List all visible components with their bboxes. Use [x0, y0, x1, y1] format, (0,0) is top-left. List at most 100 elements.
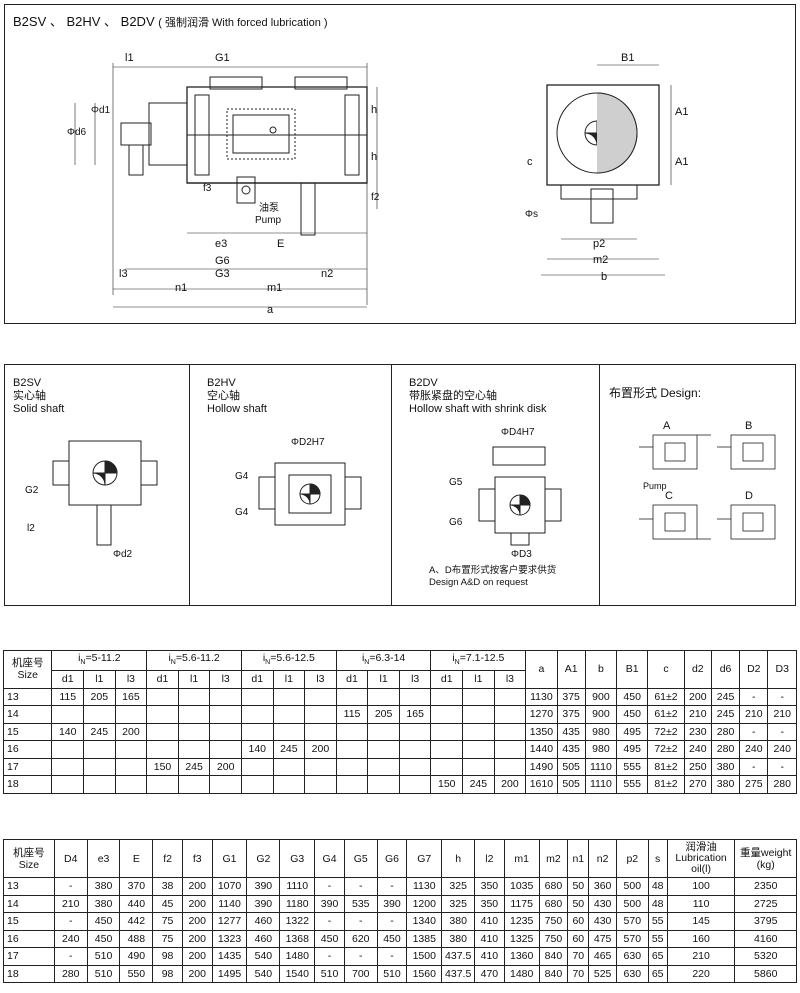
- ratio-prefix: i: [262, 652, 266, 664]
- value-cell: [462, 687, 495, 707]
- value-cell: 48: [647, 877, 668, 896]
- b2dv-cn: 带胀紧盘的空心轴: [409, 390, 497, 402]
- dim-E: E: [277, 238, 284, 250]
- table2-col-n1: n1: [567, 839, 590, 878]
- solid-shaft-drawing: [52, 440, 158, 546]
- table1-col-d2: d2: [683, 650, 712, 689]
- dim-h-lower: h: [371, 151, 377, 163]
- value-cell: -: [376, 912, 408, 931]
- front-view: [74, 63, 378, 308]
- value-cell: [367, 687, 400, 707]
- value-cell: 200: [181, 894, 213, 913]
- value-cell: 430: [588, 912, 617, 931]
- dim-m2: m2: [593, 254, 608, 266]
- value-cell: 570: [615, 912, 649, 931]
- table1-sub-d1: d1: [240, 670, 274, 689]
- value-cell: [83, 775, 116, 794]
- value-cell: 1110: [584, 775, 618, 794]
- value-cell: 200: [181, 929, 213, 948]
- value-cell: [272, 687, 306, 707]
- size-header-en: Size: [17, 669, 38, 682]
- design-title: 布置形式 Design:: [609, 386, 702, 400]
- value-cell: [304, 775, 337, 794]
- value-cell: 505: [556, 757, 586, 777]
- value-cell: [177, 740, 211, 759]
- dim-D3: ΦD3: [511, 549, 532, 560]
- value-cell: 245: [710, 705, 741, 724]
- table1-sub-d1: d1: [430, 670, 464, 689]
- oil-unit: oil(l): [691, 863, 711, 875]
- value-cell: 1322: [279, 912, 316, 931]
- value-cell: 65: [647, 947, 668, 966]
- value-cell: 390: [376, 894, 408, 913]
- value-cell: [304, 757, 337, 777]
- b2dv-en: Hollow shaft with shrink disk: [409, 403, 547, 415]
- value-cell: 1323: [211, 929, 248, 948]
- value-cell: 140: [240, 740, 274, 759]
- ratio-range: =5.6-12.5: [270, 652, 315, 664]
- dim-b: b: [601, 271, 607, 283]
- value-cell: 1385: [406, 929, 443, 948]
- value-cell: [367, 740, 400, 759]
- value-cell: [114, 775, 148, 794]
- dim-e3: e3: [215, 238, 227, 250]
- value-cell: 450: [86, 929, 121, 948]
- design-note: A、D布置形式按客户要求供货 Design A&D on request: [429, 565, 556, 589]
- design-note-cn: A、D布置形式按客户要求供货: [429, 565, 557, 576]
- value-cell: 55: [647, 912, 668, 931]
- value-cell: 540: [246, 947, 281, 966]
- value-cell: 1560: [406, 964, 443, 983]
- value-cell: 505: [556, 775, 586, 794]
- title-lubrication: ( 强制润滑 With forced lubrication ): [158, 17, 328, 29]
- value-cell: 495: [616, 722, 649, 742]
- design-label-b: B: [745, 420, 752, 432]
- shaft-variants-panel: B2SV 实心轴 Solid shaft G2 l2 Φd2 ΦD2H7 G: [4, 364, 796, 606]
- value-cell: -: [739, 722, 769, 742]
- dim-l2: l2: [27, 523, 35, 534]
- value-cell: 280: [53, 964, 88, 983]
- table1-sub-l3: l3: [398, 670, 432, 689]
- value-cell: [430, 722, 464, 742]
- dim-n1: n1: [175, 282, 187, 294]
- value-cell: [493, 722, 527, 742]
- value-cell: 1130: [406, 877, 443, 896]
- value-cell: 540: [246, 964, 281, 983]
- value-cell: 380: [86, 894, 121, 913]
- value-cell: 200: [493, 775, 527, 794]
- value-cell: [304, 722, 337, 742]
- value-cell: 98: [152, 947, 183, 966]
- value-cell: 435: [556, 740, 586, 759]
- value-cell: 160: [666, 929, 736, 948]
- value-cell: 500: [615, 894, 649, 913]
- value-cell: 380: [710, 757, 741, 777]
- value-cell: 450: [314, 929, 345, 948]
- value-cell: 61±2: [647, 687, 685, 707]
- size-header-en: Size: [18, 858, 40, 871]
- value-cell: 1340: [406, 912, 443, 931]
- table2-col-G4: G4: [314, 839, 345, 878]
- dim-d2: Φd2: [113, 549, 133, 560]
- value-cell: 210: [683, 705, 712, 724]
- dim-A1-upper: A1: [675, 106, 688, 118]
- table2-col-l2: l2: [474, 839, 505, 878]
- value-cell: 1480: [279, 947, 316, 966]
- value-cell: 165: [114, 687, 148, 707]
- ratio-group-0: iN=5-11.2: [51, 649, 148, 672]
- value-cell: 555: [616, 775, 649, 794]
- value-cell: 245: [462, 775, 495, 794]
- value-cell: 75: [152, 929, 183, 948]
- value-cell: 325: [441, 894, 476, 913]
- table1-sub-l3: l3: [304, 670, 337, 689]
- ratio-prefix: i: [361, 652, 365, 664]
- value-cell: 460: [246, 929, 281, 948]
- table1-col-D3: D3: [767, 650, 797, 689]
- value-cell: 410: [474, 912, 505, 931]
- table2-col-m2: m2: [538, 839, 569, 878]
- value-cell: [398, 722, 432, 742]
- value-cell: -: [343, 877, 378, 896]
- value-cell: 72±2: [647, 722, 685, 742]
